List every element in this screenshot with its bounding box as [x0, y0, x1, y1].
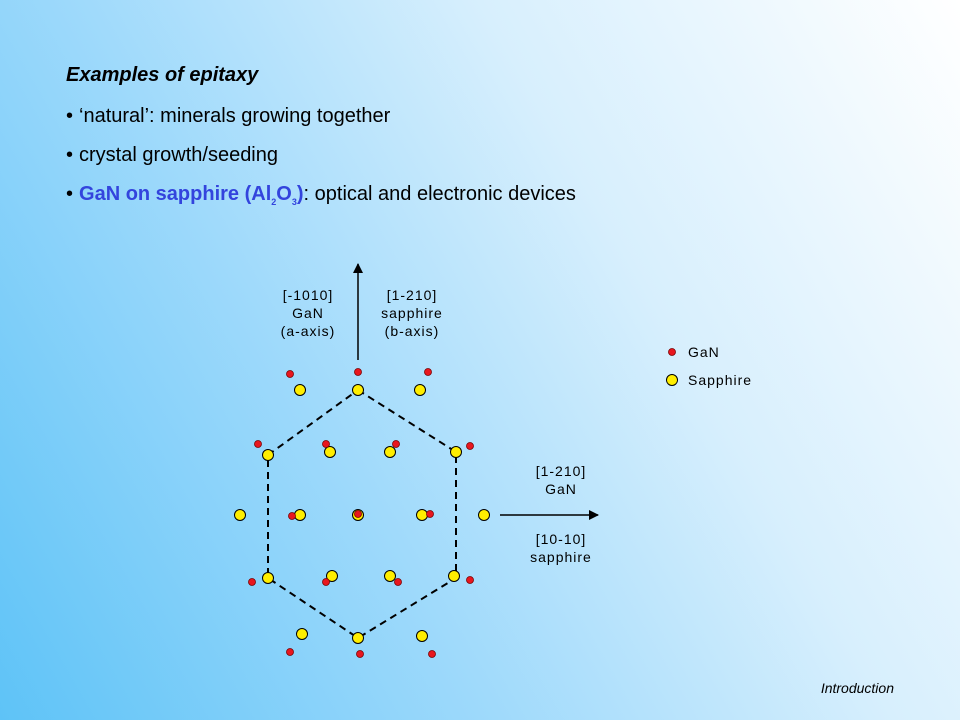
sapphire-atom: [416, 630, 428, 642]
gan-atom: [394, 578, 402, 586]
sapphire-atom: [448, 570, 460, 582]
gan-atom: [356, 650, 364, 658]
legend-sapphire-label: Sapphire: [688, 372, 752, 388]
gan-atom: [248, 578, 256, 586]
sapphire-atom: [294, 509, 306, 521]
label-gan-h: GaN: [545, 481, 577, 497]
gan-atom: [322, 578, 330, 586]
sapphire-atom: [352, 632, 364, 644]
sapphire-atom: [414, 384, 426, 396]
sapphire-atom: [262, 572, 274, 584]
gan-atom: [286, 370, 294, 378]
vertical-arrow-label-left: [-1010] GaN (a-axis): [281, 287, 336, 339]
legend-gan-label: GaN: [688, 344, 720, 360]
gan-atom: [392, 440, 400, 448]
sapphire-atom: [352, 384, 364, 396]
footer-section-label: Introduction: [820, 680, 894, 696]
bullet-dot: •: [66, 183, 74, 205]
bullet-text: ‘natural’: minerals growing together: [79, 105, 391, 127]
highlight-suffix: ): [296, 183, 304, 205]
sapphire-atom: [384, 570, 396, 582]
horizontal-arrow-label-bottom: [10-10] sapphire: [530, 531, 592, 565]
gan-atom: [288, 512, 296, 520]
highlight-oxygen: O: [276, 183, 292, 205]
sapphire-atom: [478, 509, 490, 521]
gan-sapphire-highlight: GaN on sapphire (Al2O3): [79, 183, 304, 207]
lattice-atoms: [234, 368, 490, 658]
subscript-2: 2: [271, 197, 277, 207]
horizontal-arrow-label-top: [1-210] GaN: [536, 463, 587, 497]
sapphire-atom: [416, 509, 428, 521]
label-gan-direction: [-1010]: [283, 287, 334, 303]
sapphire-atom: [262, 449, 274, 461]
sapphire-atom: [450, 446, 462, 458]
gan-atom: [426, 510, 434, 518]
legend-sapphire-icon: [666, 374, 678, 386]
gan-atom: [466, 442, 474, 450]
label-sapphire-h: sapphire: [530, 549, 592, 565]
sapphire-atom: [324, 446, 336, 458]
bullet-dot: •: [66, 144, 74, 166]
bullet-dot: •: [66, 105, 74, 127]
label-gan: GaN: [292, 305, 324, 321]
highlight-prefix: GaN on sapphire (Al: [79, 183, 272, 205]
gan-atom: [254, 440, 262, 448]
label-sapphire-direction: [1-210]: [387, 287, 438, 303]
bullet-gan-on-sapphire: •GaN on sapphire (Al2O3): optical and el…: [66, 183, 576, 207]
sapphire-atom: [294, 384, 306, 396]
sapphire-atom: [326, 570, 338, 582]
label-gan-direction-h: [1-210]: [536, 463, 587, 479]
bullet-crystal-growth: •crystal growth/seeding: [66, 144, 576, 167]
gan-atom: [286, 648, 294, 656]
gan-atom: [322, 440, 330, 448]
subscript-3: 3: [291, 197, 297, 207]
label-b-axis: (b-axis): [385, 323, 440, 339]
gan-atom: [354, 368, 362, 376]
gan-atom: [428, 650, 436, 658]
slide-text: Examples of epitaxy •‘natural’: minerals…: [66, 64, 576, 223]
legend: GaN Sapphire: [666, 344, 752, 388]
bullet-natural: •‘natural’: minerals growing together: [66, 105, 576, 128]
gan-atom: [354, 510, 362, 518]
label-a-axis: (a-axis): [281, 323, 336, 339]
bullet-text: : optical and electronic devices: [303, 183, 576, 205]
vertical-arrow-label-right: [1-210] sapphire (b-axis): [381, 287, 443, 339]
sapphire-atom: [384, 446, 396, 458]
gan-atom: [424, 368, 432, 376]
slide-heading: Examples of epitaxy: [66, 64, 259, 86]
label-sapphire: sapphire: [381, 305, 443, 321]
gan-atom: [466, 576, 474, 584]
label-sapphire-direction-h: [10-10]: [536, 531, 587, 547]
sapphire-atom: [296, 628, 308, 640]
legend-gan-icon: [668, 348, 676, 356]
bullet-text: crystal growth/seeding: [79, 144, 278, 166]
sapphire-atom: [234, 509, 246, 521]
